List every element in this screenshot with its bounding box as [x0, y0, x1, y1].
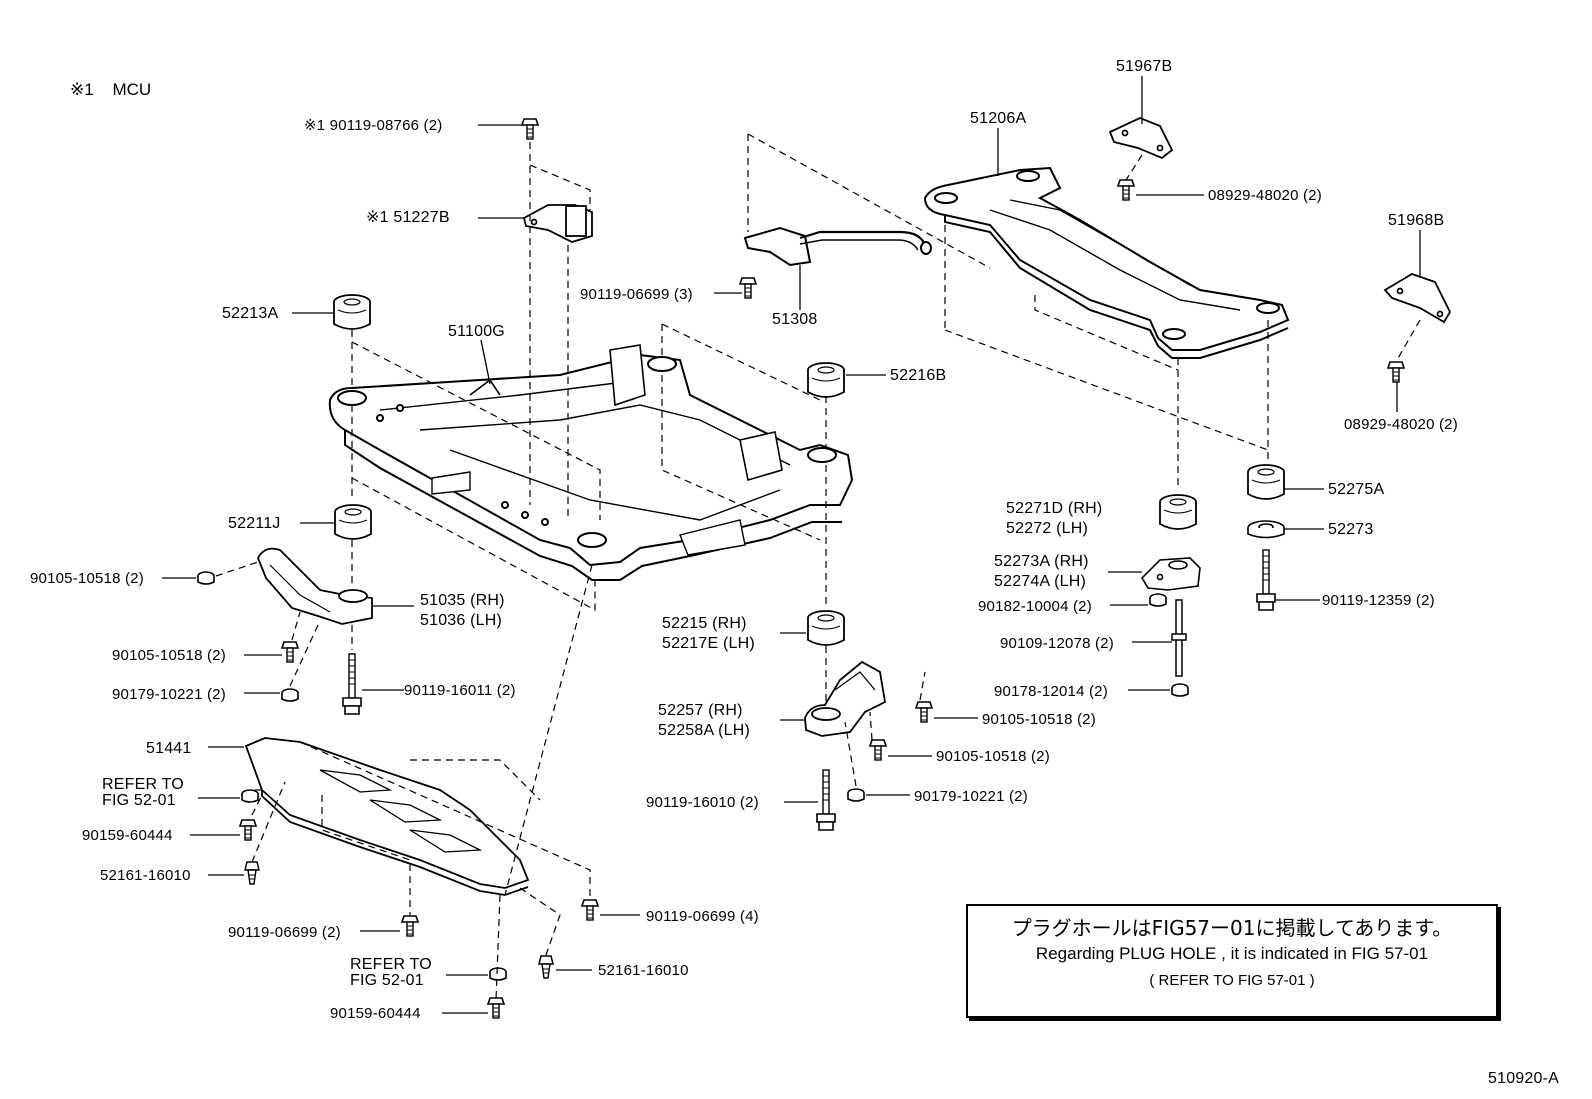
part-label: 52275A	[1328, 481, 1385, 498]
plug-hole-note: プラグホールはFIG57ー01に掲載してあります。 Regarding PLUG…	[966, 904, 1498, 1018]
part-label: 52257 (RH)	[658, 702, 743, 719]
part-label: 90119-16010 (2)	[646, 794, 759, 811]
part-label: 90179-10221 (2)	[914, 788, 1028, 805]
washer-52273	[1247, 520, 1285, 539]
stopper-52273A	[1140, 557, 1201, 591]
part-label: 51968B	[1388, 212, 1445, 229]
part-label: 90109-12078 (2)	[1000, 635, 1114, 652]
part-label: 52273	[1328, 521, 1374, 538]
part-label: 08929-48020 (2)	[1208, 187, 1322, 204]
part-label: 52258A (LH)	[658, 722, 751, 739]
part-label: 90105-10518 (2)	[982, 711, 1096, 728]
part-label: 51035 (RH)	[420, 592, 505, 609]
part-label: 52161-16010	[598, 962, 689, 979]
part-label: 90182-10004 (2)	[978, 598, 1092, 615]
part-label: REFER TO	[350, 956, 432, 973]
note-japanese: プラグホールはFIG57ー01に掲載してあります。	[1011, 916, 1453, 940]
part-label: 52161-16010	[100, 867, 191, 884]
part-label: 52274A (LH)	[994, 573, 1087, 590]
part-label: ※1 90119-08766 (2)	[304, 117, 443, 134]
lower-arm-left	[257, 547, 373, 625]
stud-90109	[1171, 599, 1187, 677]
stabilizer-bracket	[743, 226, 932, 267]
bushing-52213A	[333, 294, 371, 330]
leader-lines	[162, 76, 1421, 1014]
legend-text: MCU	[112, 80, 152, 99]
lower-arm-right	[804, 660, 886, 737]
front-crossmember	[328, 344, 854, 581]
part-label: 51036 (LH)	[420, 612, 503, 629]
part-label: 90105-10518 (2)	[112, 647, 226, 664]
figure-code: 510920-A	[1488, 1070, 1559, 1087]
part-label: 51206A	[970, 110, 1027, 127]
rear-crossmember	[923, 166, 1290, 359]
part-label: 52211J	[228, 515, 281, 532]
bracket-51968B	[1383, 273, 1452, 324]
bushing-52215	[807, 610, 845, 646]
dashed-lines	[215, 133, 1421, 1001]
bracket-51227B	[522, 204, 593, 243]
under-cover	[244, 737, 530, 896]
part-label: ※1 51227B	[366, 209, 450, 226]
part-label: 90119-06699 (4)	[646, 908, 759, 925]
part-label: 52273A (RH)	[994, 553, 1089, 570]
part-label: 90159-60444	[82, 827, 173, 844]
bushing-52271D	[1159, 494, 1197, 530]
part-label: FIG 52-01	[102, 792, 176, 809]
part-label: 90179-10221 (2)	[112, 686, 226, 703]
part-label: 52216B	[890, 367, 947, 384]
part-label: 51100G	[448, 323, 505, 340]
part-label: 51967B	[1116, 58, 1173, 75]
part-label: 08929-48020 (2)	[1344, 416, 1458, 433]
part-label: 52272 (LH)	[1006, 520, 1089, 537]
note-refer: ( REFER TO FIG 57-01 )	[1149, 972, 1315, 989]
bushing-52216B	[807, 362, 845, 398]
bushing-52275A	[1247, 464, 1285, 500]
bushing-52211J	[334, 504, 372, 540]
part-label: 52271D (RH)	[1006, 500, 1103, 517]
part-label: 51308	[772, 311, 818, 328]
part-label: 90119-06699 (2)	[228, 924, 341, 941]
part-label: FIG 52-01	[350, 972, 424, 989]
part-label: REFER TO	[102, 776, 184, 793]
part-label: 90159-60444	[330, 1005, 421, 1022]
part-label: 52215 (RH)	[662, 615, 747, 632]
note-english: Regarding PLUG HOLE , it is indicated in…	[1035, 944, 1429, 963]
part-label: 52213A	[222, 305, 279, 322]
part-label: 90105-10518 (2)	[936, 748, 1050, 765]
part-label: 90119-16011 (2)	[404, 682, 516, 699]
bracket-51967B	[1108, 117, 1174, 160]
legend-mcu: ※1 MCU	[70, 80, 151, 100]
part-label: 90105-10518 (2)	[30, 570, 144, 587]
part-label: 52217E (LH)	[662, 635, 755, 652]
part-label: 51441	[146, 740, 192, 757]
part-label: 90119-06699 (3)	[580, 286, 693, 303]
part-label: 90178-12014 (2)	[994, 683, 1108, 700]
legend-mark: ※1	[70, 80, 94, 99]
part-label: 90119-12359 (2)	[1322, 592, 1435, 609]
